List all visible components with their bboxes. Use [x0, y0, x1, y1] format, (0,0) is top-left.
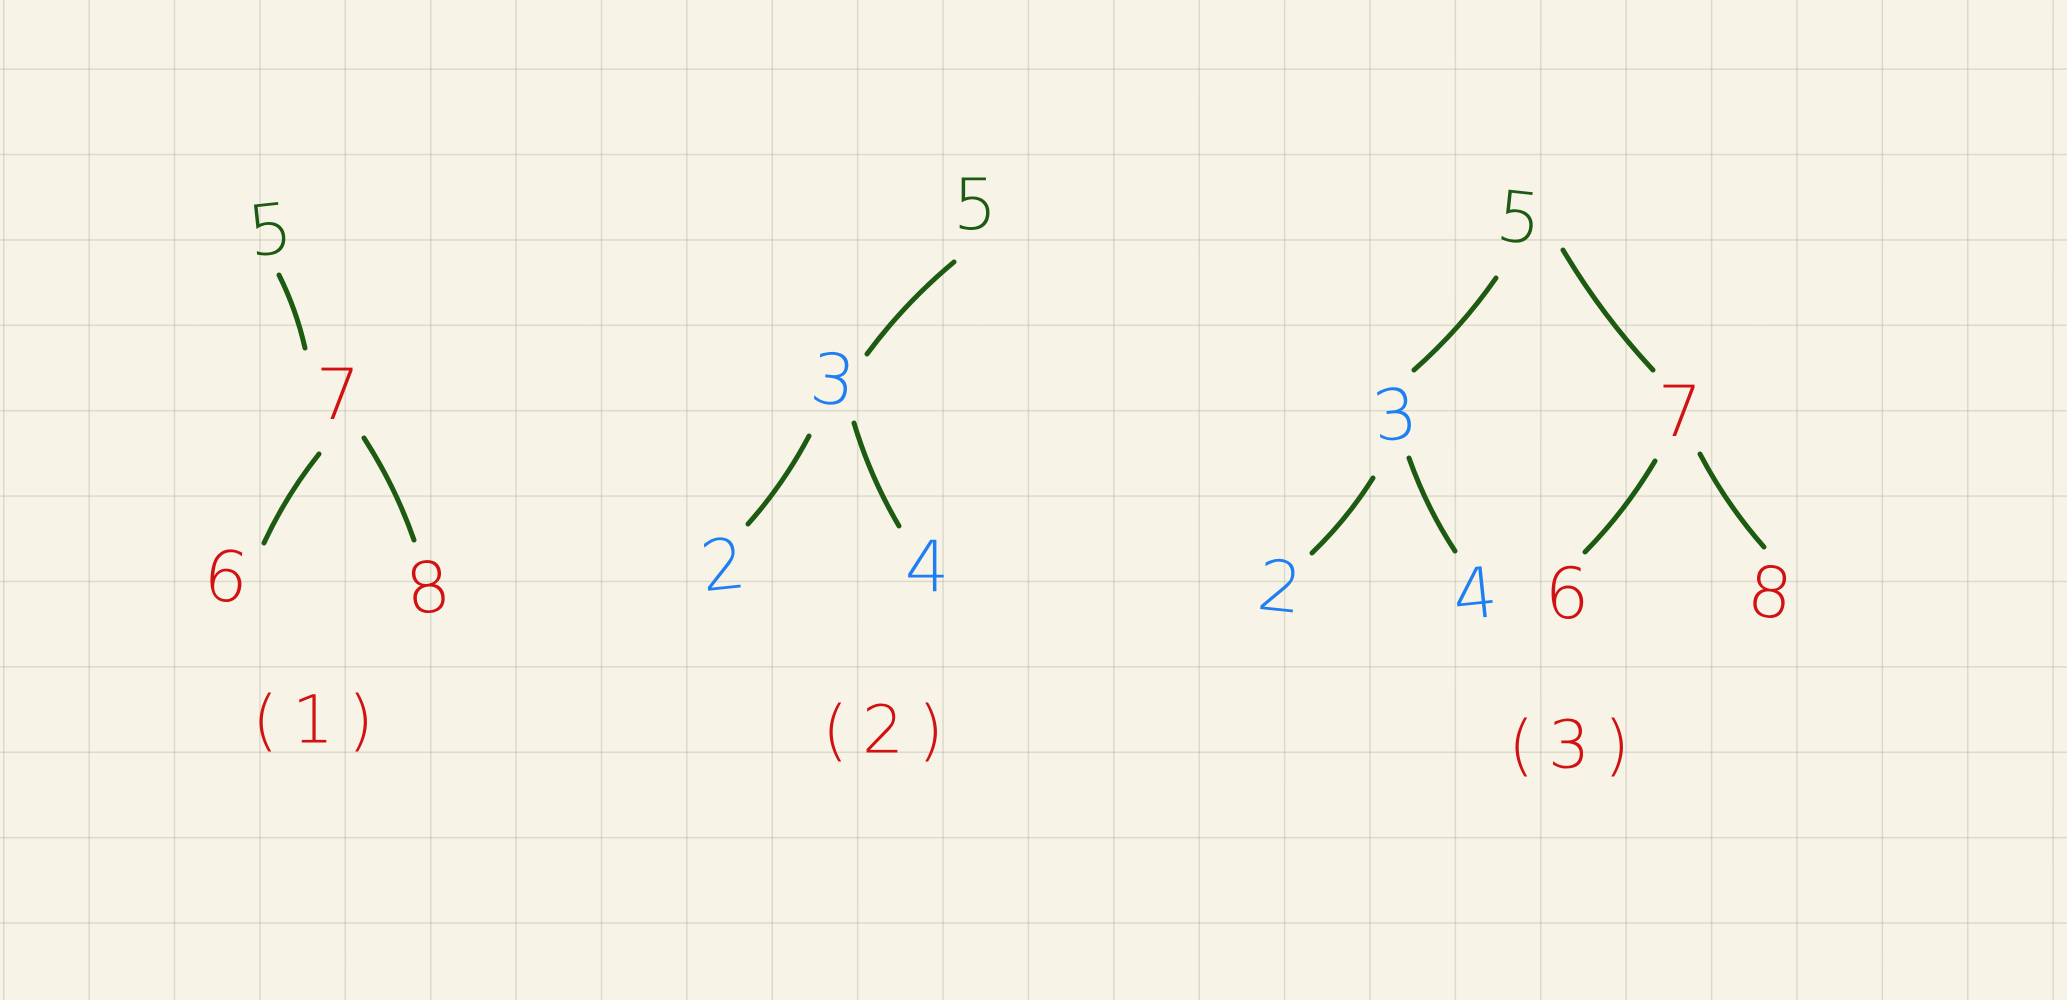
caption-3: (3): [1508, 707, 1644, 784]
node-3: 3: [807, 337, 860, 423]
edge-3-4: [1406, 455, 1458, 554]
edge-5-3: [1411, 275, 1499, 373]
edge-3-2: [1309, 475, 1376, 556]
edge-7-6: [261, 451, 322, 546]
node-5: 5: [953, 164, 998, 246]
node-4: 4: [1449, 551, 1502, 637]
node-7: 7: [316, 354, 361, 436]
node-2: 2: [697, 522, 750, 608]
edge-7-8: [1697, 451, 1767, 550]
edge-7-6: [1582, 458, 1658, 555]
node-6: 6: [200, 534, 253, 620]
edges-layer: [261, 247, 1767, 556]
edge-5-3: [864, 259, 957, 357]
edge-5-7: [1560, 247, 1656, 373]
edge-5-7: [276, 272, 308, 351]
node-2: 2: [1254, 544, 1307, 630]
caption-2: (2): [822, 692, 958, 769]
node-4: 4: [905, 526, 950, 608]
node-5: 5: [1493, 175, 1546, 261]
caption-1: (1): [252, 682, 388, 759]
node-8: 8: [1744, 550, 1797, 636]
node-8: 8: [402, 545, 455, 631]
node-6: 6: [1545, 553, 1590, 635]
node-3: 3: [1369, 372, 1422, 458]
edge-3-4: [851, 420, 902, 529]
edge-7-8: [361, 435, 417, 543]
captions-layer: (1) (2) (3): [252, 682, 1644, 784]
edge-3-2: [745, 433, 812, 527]
node-5: 5: [244, 187, 297, 273]
node-7: 7: [1658, 371, 1703, 453]
